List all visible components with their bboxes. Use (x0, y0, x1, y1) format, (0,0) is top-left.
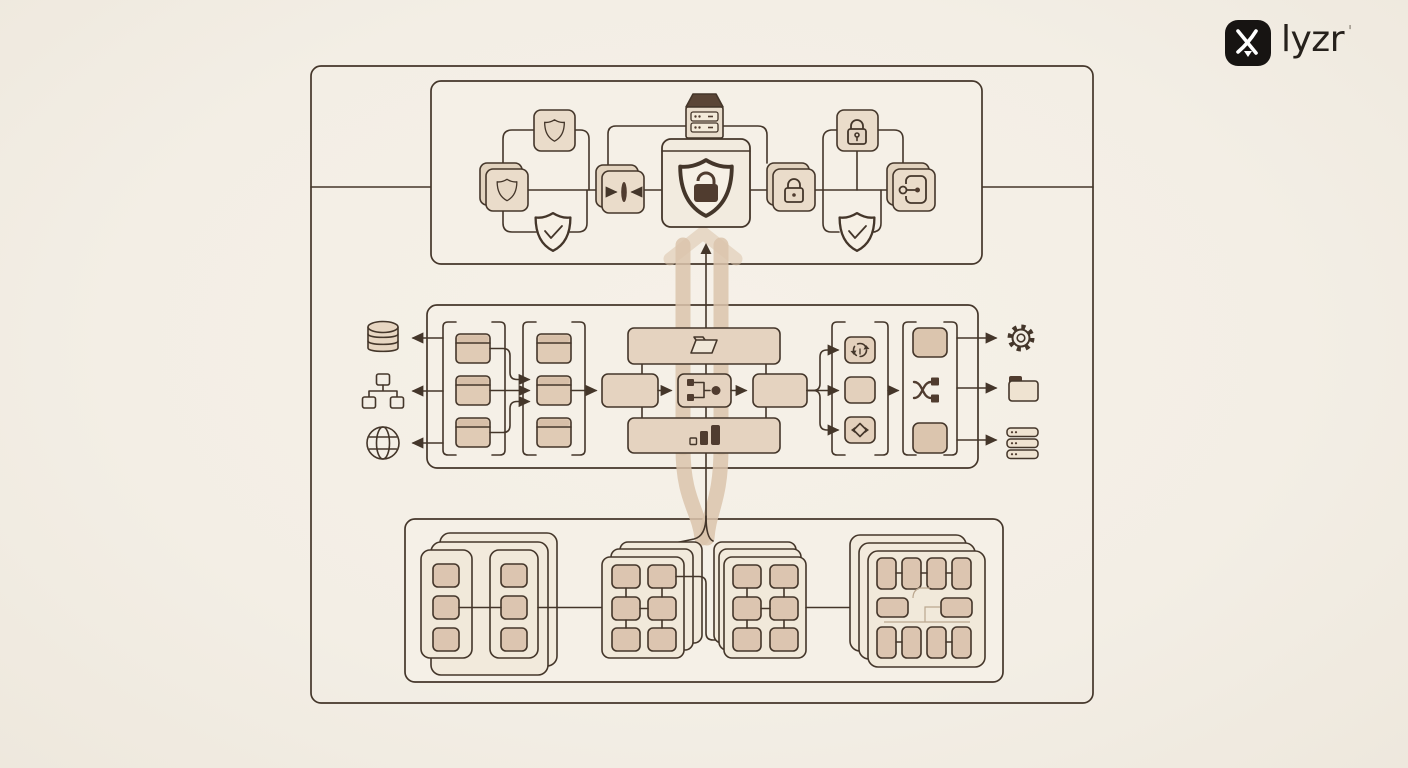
flow-up-arrowhead (700, 243, 712, 254)
inner-connectors (625, 587, 663, 629)
module-boxes (876, 557, 973, 659)
module-boxes (432, 563, 528, 652)
lyzr-logo-trademark: ' (1348, 22, 1353, 40)
key-door-stack-node (886, 162, 936, 212)
compress-node (595, 164, 645, 214)
open-folder-icon (690, 336, 718, 354)
gear-icon (1007, 324, 1035, 352)
security-layer (479, 93, 936, 253)
plain-box (844, 376, 876, 404)
globe-icon (366, 426, 400, 460)
output-arrows (956, 332, 998, 446)
ingest-group (442, 321, 506, 456)
check-icon (848, 225, 867, 239)
lyzr-logo-text: lyzr (1281, 19, 1345, 60)
check-icon (544, 225, 563, 239)
sitemap-icon (361, 373, 405, 409)
shuffle-icon (912, 377, 939, 403)
filled-box-top (912, 327, 948, 358)
padlock-icon (784, 178, 804, 203)
inner-connectors (746, 587, 785, 629)
agent-cluster-3 (713, 541, 807, 659)
shield-lock-icon (678, 158, 734, 218)
key-door-icon (898, 175, 927, 204)
processing-pipeline (361, 320, 1039, 460)
stage-box-right (752, 373, 808, 408)
agent-cluster-2 (601, 541, 703, 659)
window-box (455, 333, 491, 448)
padlock-keyhole-icon (847, 119, 867, 145)
recycle-arrows-icon (850, 342, 870, 358)
bracket-left (902, 321, 917, 456)
flow-fork-right (705, 515, 714, 542)
compress-arrows-icon (605, 182, 643, 202)
shield-check-right (838, 211, 876, 253)
bracket-left (831, 321, 846, 456)
agent-cluster-1 (420, 532, 558, 676)
workflow-branch-icon (687, 379, 721, 401)
outer-border (310, 65, 1094, 704)
staging-group (522, 321, 586, 456)
server-stack-icon (1006, 427, 1039, 460)
inner-connectors (884, 572, 970, 643)
bracket-right (571, 321, 586, 456)
agent-cluster-4 (849, 534, 986, 668)
source-arrows (411, 332, 444, 449)
core-to-sync-arrows (806, 344, 840, 436)
core-ring-connectors (641, 363, 767, 419)
bracket-right (491, 321, 506, 456)
shield-stack-node (479, 162, 529, 212)
shuffle-group (902, 321, 958, 456)
core-cluster (601, 327, 808, 454)
padlock-stack-node (766, 162, 816, 212)
window-box (536, 333, 572, 448)
server-tower-icon (685, 93, 724, 139)
folder-icon (1008, 376, 1039, 402)
database-icon (367, 320, 399, 353)
sync-group (831, 321, 889, 456)
outer-frame (310, 65, 1094, 704)
cluster2-to-3-connector (675, 575, 734, 641)
rotate-box (844, 416, 876, 444)
lyzr-logo: lyzr ' (1225, 20, 1352, 66)
bracket-left (522, 321, 537, 456)
module-boxes (732, 564, 799, 652)
rotate-diamond-icon (851, 422, 869, 438)
bar-chart-icon (689, 425, 720, 446)
flow-stripe-right-tail (699, 440, 729, 546)
bracket-left (442, 321, 457, 456)
shield-check-left (534, 211, 572, 253)
filled-box-bottom (912, 422, 948, 454)
stage-box-left (601, 373, 659, 408)
agent-clusters (420, 532, 986, 676)
shield-square-node (533, 109, 576, 152)
padlock-square-node (836, 109, 879, 152)
gateway-node (661, 93, 751, 228)
lyzr-logo-mark-icon (1225, 20, 1271, 66)
security-connectors (502, 125, 904, 233)
